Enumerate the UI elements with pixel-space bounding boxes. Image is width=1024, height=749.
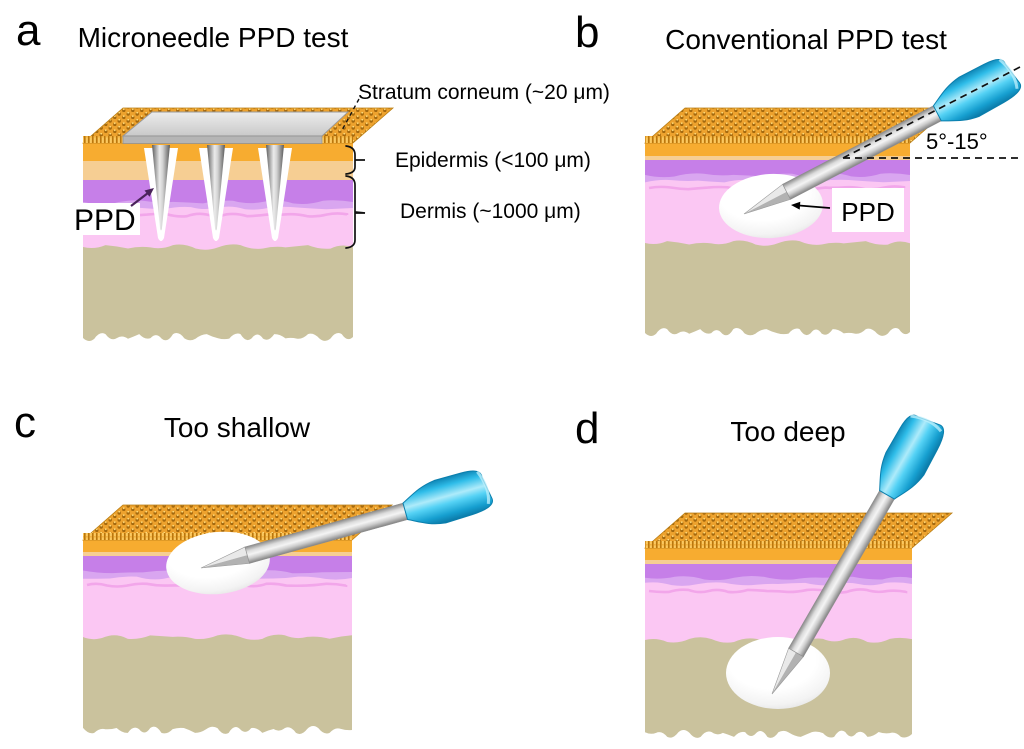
needle-bevel-bottom [744,191,791,214]
panel-d-title: Too deep [730,416,845,447]
stratum-corneum-fringe [645,136,910,143]
skin-layer-viable-epidermis [645,560,912,564]
microneedle-patch-plate-edge [122,135,323,144]
panel-c: c Too shallow [14,398,493,734]
needle-hub-highlight [998,58,1019,89]
panel-b-drawing [643,58,1022,336]
ppd-label-box [832,188,904,232]
needle-bevel-bottom [772,652,804,694]
panel-c-drawing [81,470,493,734]
needle-conventional [743,58,1022,215]
needle-hub [932,58,1022,122]
needle-bevel-bottom [201,555,250,568]
skin-layer-subcutis [83,244,353,341]
microneedle [207,145,225,231]
ppd-arrowhead [144,188,154,197]
panel-d-drawing [643,414,954,738]
microneedle-patch-plate-top [121,111,350,137]
microneedle [152,145,170,231]
ppd-arrowhead [791,201,801,210]
stratum-corneum-leader-line [340,98,360,133]
skin-layer-dermis [645,564,912,652]
skin-layer-stratum-corneum [645,548,912,560]
stratum-corneum-label: Stratum corneum (~20 μm) [358,81,610,104]
dermis-label: Dermis (~1000 μm) [400,200,581,223]
panel-a: a Microneedle PPD test Stratum corneum (… [16,6,610,341]
panel-c-letter: c [14,398,36,447]
needle-too-deep [771,414,945,695]
dermis-brace [345,175,366,249]
ppd-arrow-line [130,192,149,207]
microneedle [266,145,284,231]
panel-b-letter: b [575,8,599,57]
epidermis-brace [345,145,365,175]
stratum-corneum-fringe [645,541,912,548]
panel-d: d Too deep [575,404,954,738]
panel-b: b Conventional PPD test 5°-15° PPD [575,8,1023,336]
ppd-arrow-line [798,204,831,209]
panel-a-ppd-label: PPD [74,204,136,237]
needle-bevel-top [772,648,796,694]
skin-layer-subcutis [645,240,910,336]
epidermis-label: Epidermis (<100 μm) [395,149,591,172]
panel-a-letter: a [16,6,41,55]
needle-hub-highlight [910,414,943,433]
ppd-bleb-too-deep [726,637,830,709]
panel-d-letter: d [575,404,599,453]
needle-bevel-top [744,184,787,214]
panel-b-title: Conventional PPD test [665,24,947,55]
panel-a-title: Microneedle PPD test [78,22,349,53]
skin-layer-subcutis [83,634,352,734]
needle-too-shallow [200,470,493,569]
needle-hub-highlight [476,470,491,505]
ppd-label-background [70,203,140,235]
needle-axis-dashed-line [842,65,1023,159]
skin-layer-viable-epidermis [645,156,910,160]
needle-hub [402,470,493,525]
panel-b-ppd-label: PPD [841,197,894,227]
dermis-texture-line [648,588,908,594]
needle-hub [879,414,945,500]
injection-angle-label: 5°-15° [926,129,988,154]
panel-c-title: Too shallow [164,412,311,443]
